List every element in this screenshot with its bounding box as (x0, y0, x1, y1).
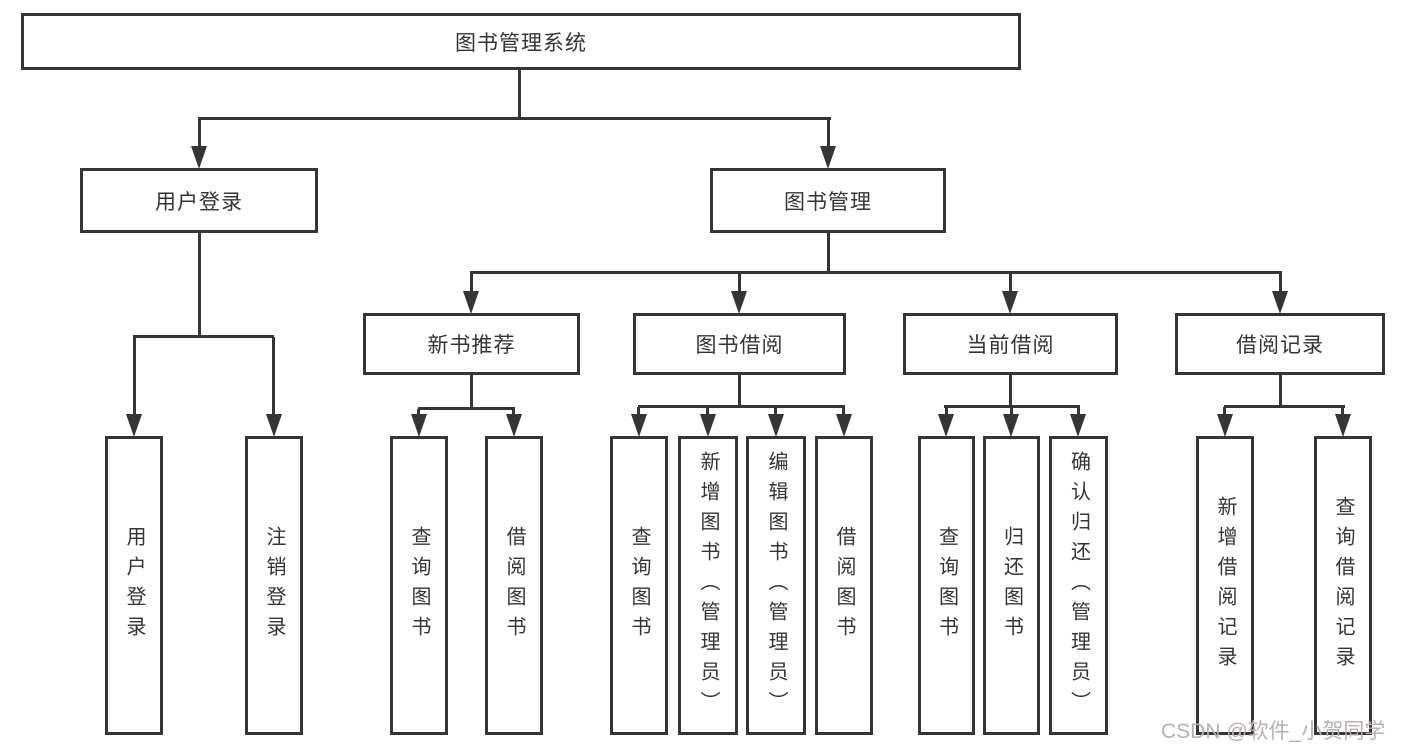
connector-borrow-bar (638, 405, 845, 408)
leaf-add-borrow-record: 新增借阅记录 (1196, 436, 1254, 735)
connector-userlogin-bar (133, 335, 274, 338)
node-current-borrow: 当前借阅 (903, 313, 1118, 375)
leaf-query-borrow-record: 查询借阅记录 (1314, 436, 1372, 735)
connector-drop-book-management (827, 119, 830, 148)
node-library-system: 图书管理系统 (21, 13, 1021, 70)
arrow-down-icon (1070, 414, 1086, 437)
leaf-borrow-book: 借阅图书 (815, 436, 873, 735)
leaf-query-book: 查询图书 (390, 436, 448, 735)
connector-drop-leaf (842, 407, 845, 417)
connector-root-stem (518, 70, 521, 119)
arrow-down-icon (768, 414, 784, 437)
arrow-down-icon (191, 146, 207, 169)
connector-userlogin-stem (198, 233, 201, 335)
arrow-down-icon (411, 414, 427, 437)
connector-bookmgmt-bar (470, 271, 1282, 274)
connector-drop-leaf (1077, 407, 1080, 417)
connector-bookmgmt-stem (827, 233, 830, 271)
connector-borrow-stem (738, 375, 741, 405)
connector-records-bar (1224, 405, 1345, 408)
connector-drop-leaf (706, 407, 709, 417)
watermark-text: CSDN @软件_小贺同学 (1161, 720, 1386, 743)
connector-drop-leaf (512, 409, 515, 417)
node-new-book-recommend: 新书推荐 (363, 313, 580, 375)
arrow-down-icon (731, 291, 747, 314)
connector-drop-current (1009, 273, 1012, 293)
connector-drop-leaf (945, 407, 948, 417)
arrow-down-icon (938, 414, 954, 437)
node-book-borrow: 图书借阅 (633, 313, 846, 375)
connector-current-bar (944, 405, 1080, 408)
connector-newbook-stem (470, 375, 473, 407)
connector-drop-leaf (774, 407, 777, 417)
leaf-return-book: 归还图书 (983, 436, 1040, 735)
leaf-borrow-book: 借阅图书 (485, 436, 543, 735)
connector-drop-leaf (637, 407, 640, 417)
arrow-down-icon (1002, 291, 1018, 314)
connector-drop-leaf (417, 409, 420, 417)
connector-root-bar (198, 117, 831, 120)
node-borrow-records: 借阅记录 (1175, 313, 1385, 375)
connector-drop-newbook (470, 273, 473, 293)
leaf-query-book: 查询图书 (610, 436, 668, 735)
leaf-user-login: 用户登录 (105, 436, 163, 735)
connector-drop-leaf (1223, 407, 1226, 417)
arrow-down-icon (700, 414, 716, 437)
connector-drop-records (1279, 273, 1282, 293)
arrow-down-icon (126, 414, 142, 437)
arrow-down-icon (1217, 414, 1233, 437)
connector-current-stem (1009, 375, 1012, 405)
connector-drop-leaf (272, 337, 275, 416)
node-book-management: 图书管理 (710, 168, 946, 233)
connector-drop-leaf (1341, 407, 1344, 417)
connector-drop-leaf (1010, 407, 1013, 417)
leaf-add-book-admin: 新增图书（管理员） (678, 436, 738, 735)
connector-records-stem (1279, 375, 1282, 405)
arrow-down-icon (463, 291, 479, 314)
leaf-edit-book-admin: 编辑图书（管理员） (746, 436, 806, 735)
arrow-down-icon (631, 414, 647, 437)
arrow-down-icon (1003, 414, 1019, 437)
arrow-down-icon (836, 414, 852, 437)
connector-drop-borrow (738, 273, 741, 293)
arrow-down-icon (506, 414, 522, 437)
node-user-login: 用户登录 (80, 168, 318, 233)
leaf-confirm-return-admin: 确认归还（管理员） (1049, 436, 1108, 735)
connector-drop-user-login (198, 119, 201, 148)
connector-drop-leaf (133, 337, 136, 416)
arrow-down-icon (1335, 414, 1351, 437)
leaf-logout: 注销登录 (245, 436, 303, 735)
arrow-down-icon (820, 146, 836, 169)
connector-newbook-bar (418, 407, 515, 410)
arrow-down-icon (266, 414, 282, 437)
arrow-down-icon (1272, 291, 1288, 314)
leaf-query-book: 查询图书 (918, 436, 975, 735)
